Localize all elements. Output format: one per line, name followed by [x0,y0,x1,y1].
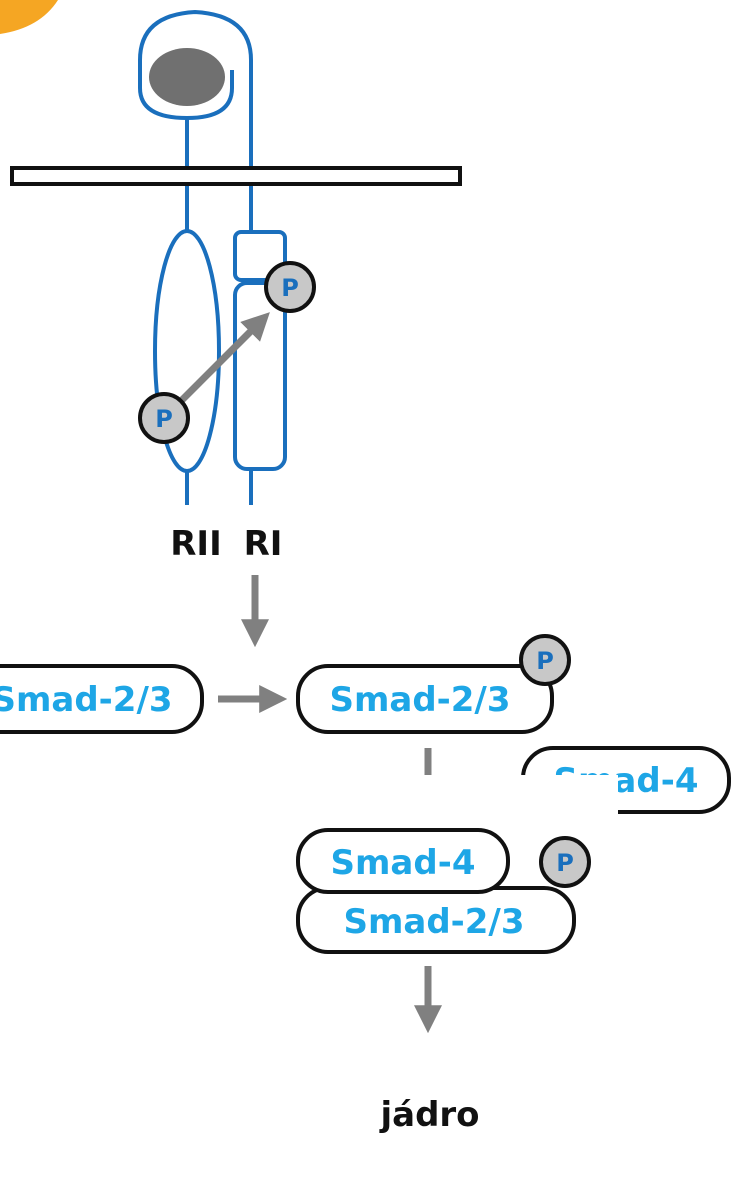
smad23-left-label: Smad-2/3 [0,680,173,720]
nucleus-label: jádro [378,1095,479,1135]
phospho-ri-icon [264,261,316,313]
ligand [149,48,225,106]
corner-decoration [0,0,58,34]
smad23-phospho-box [296,664,554,734]
phospho-rii-label: P [155,405,173,433]
phosphorylation-arrow [179,312,270,403]
smad23-left-box [0,664,204,734]
complex-smad23-label: Smad-2/3 [343,902,524,942]
smad23-phospho-p-label: P [536,647,554,675]
phospho-rii-icon [138,392,190,444]
smad23-phospho-label: Smad-2/3 [329,680,510,720]
receptor-ri-loop [138,9,253,232]
receptor-rii-label: RII [170,524,221,564]
complex-smad4-box [296,828,510,894]
complex-smad4-label: Smad-4 [331,843,476,883]
complex-phospho-icon [539,836,591,888]
phospho-ri-label: P [281,274,299,302]
cell-membrane [10,166,462,186]
complex-phospho-label: P [556,849,574,877]
receptor-ri-label: RI [244,524,283,564]
smad23-phospho-icon [519,634,571,686]
